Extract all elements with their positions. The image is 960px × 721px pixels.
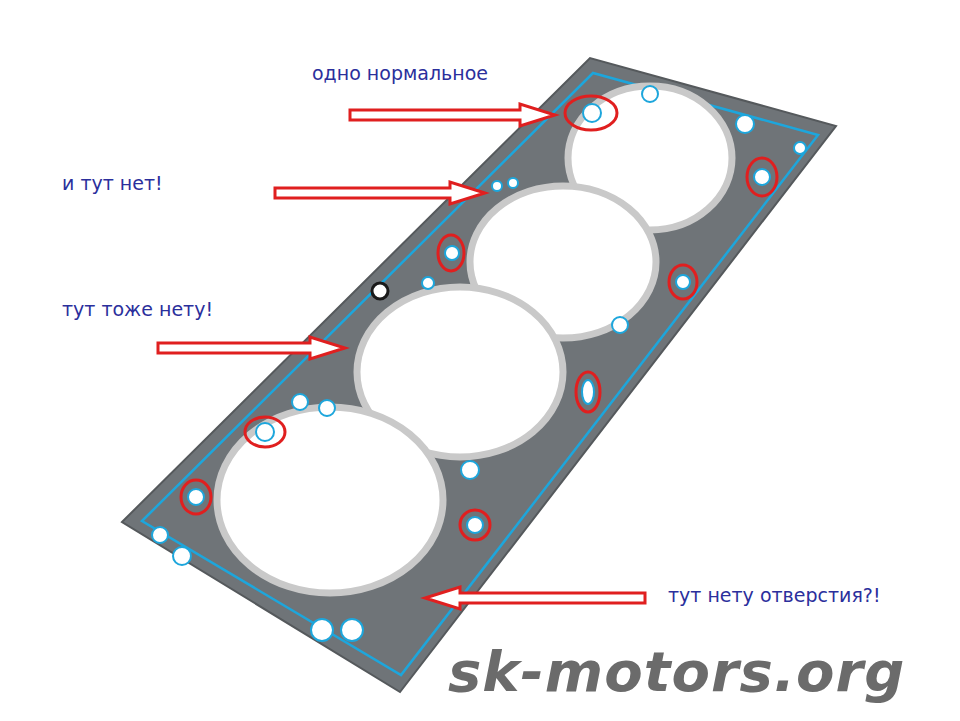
callout-arrow: [158, 337, 345, 359]
callout-arrows: [158, 104, 645, 609]
highlight-circle: [669, 265, 697, 299]
hole: [676, 275, 690, 289]
callout-note: тут тоже нету!: [62, 298, 213, 321]
hole: [492, 181, 502, 191]
hole: [173, 547, 191, 565]
hole: [445, 246, 459, 260]
hole: [508, 178, 518, 188]
highlight-circles: [181, 96, 777, 540]
hole: [422, 277, 434, 289]
hole: [612, 317, 628, 333]
hole: [467, 517, 483, 533]
highlight-circle: [460, 510, 490, 540]
highlight-circle: [747, 158, 777, 196]
hole: [292, 394, 308, 410]
hole: [311, 619, 333, 641]
hole: [152, 527, 168, 543]
hole: [754, 169, 770, 185]
highlight-circle: [576, 372, 600, 412]
callout-note: и тут нет!: [62, 172, 163, 195]
callout-note: одно нормальное: [312, 62, 488, 85]
highlight-circle: [565, 96, 617, 130]
dowel-hole: [372, 283, 388, 299]
watermark: sk-motors.org: [448, 638, 905, 705]
hole: [341, 619, 363, 641]
highlight-circle: [245, 417, 285, 447]
holes: [152, 86, 806, 641]
hole: [583, 104, 601, 122]
hole: [736, 115, 754, 133]
cylinder-bore: [217, 407, 443, 593]
cylinder-bores: [217, 86, 732, 593]
hole: [642, 86, 658, 102]
highlight-circle: [438, 235, 464, 271]
hole: [461, 461, 479, 479]
hole: [794, 142, 806, 154]
callout-arrow: [350, 104, 555, 126]
hole: [582, 380, 594, 404]
callout-arrow: [275, 182, 485, 204]
callout-arrow: [425, 587, 645, 609]
callout-note: тут нету отверстия?!: [668, 584, 881, 607]
hole: [319, 400, 335, 416]
hole: [256, 423, 274, 441]
highlight-circle: [181, 480, 211, 514]
hole: [188, 489, 204, 505]
